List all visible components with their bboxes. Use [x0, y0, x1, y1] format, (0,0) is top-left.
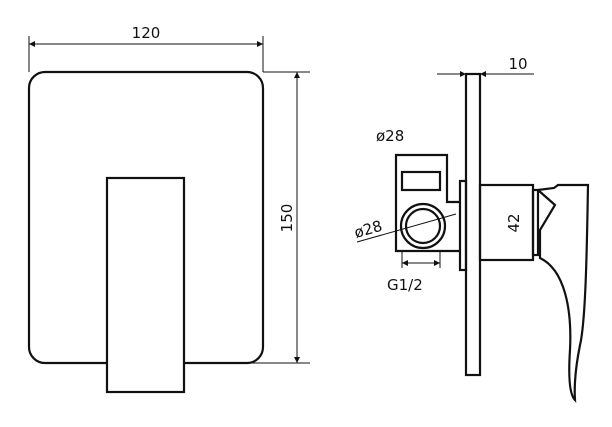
height-label: 150: [278, 204, 296, 233]
side-view: 10 ø28 ø28 G1/2 42: [352, 55, 590, 403]
top-diameter-label: ø28: [376, 127, 404, 145]
inlet-diameter-leader: [356, 213, 457, 243]
lever-handle-side: [535, 183, 590, 403]
body-diameter-label: 42: [505, 213, 523, 232]
top-outlet: [400, 170, 442, 192]
inlet-diameter-label: ø28: [352, 217, 384, 242]
wall-plate: [464, 72, 482, 377]
thread-label: G1/2: [387, 276, 423, 294]
body-ring: [531, 188, 540, 257]
inlet-outer: [399, 202, 447, 250]
flange: [458, 179, 468, 272]
width-label: 120: [132, 24, 161, 42]
front-view: 120 150: [27, 24, 310, 394]
lever-handle-front: [105, 176, 186, 394]
inlet-inner: [404, 207, 442, 245]
valve-housing: [394, 153, 460, 253]
thickness-label: 10: [508, 55, 527, 73]
